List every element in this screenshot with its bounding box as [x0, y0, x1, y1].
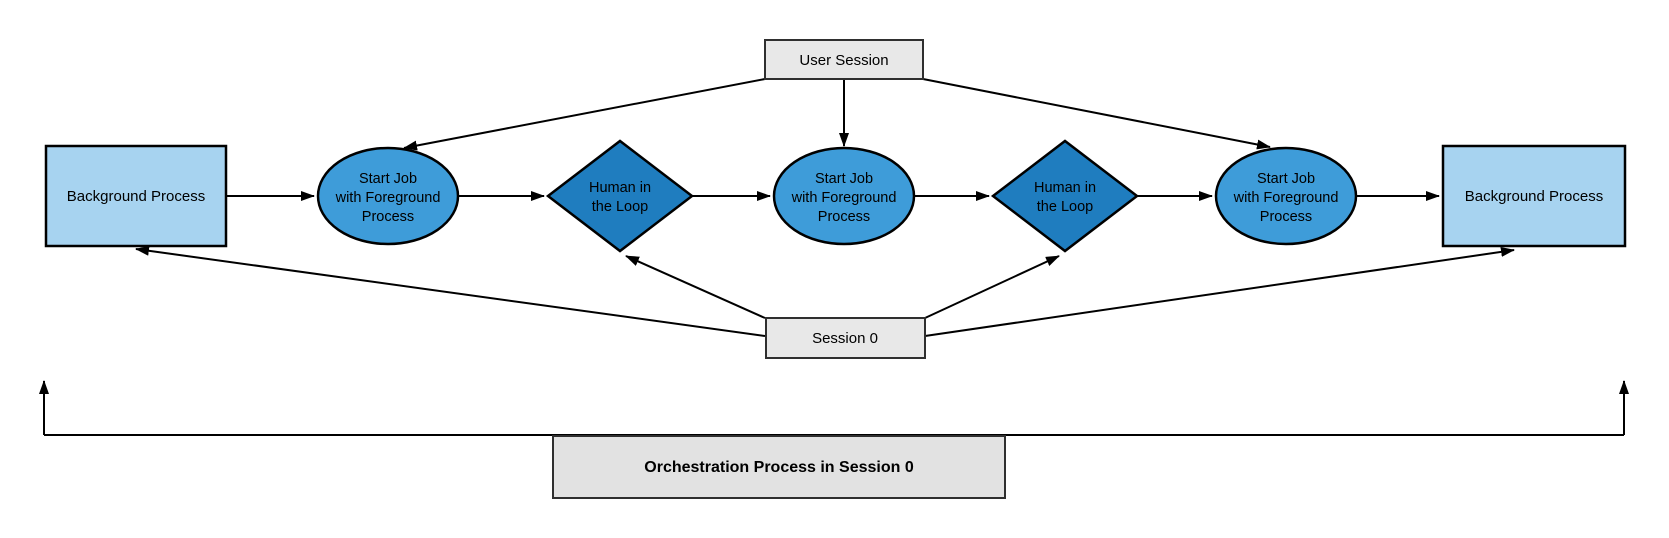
- start-job-right-label-line1: Start Job: [1257, 171, 1315, 187]
- human-in-loop-right-label-line2: the Loop: [1037, 199, 1093, 215]
- session-0-box: [765, 317, 926, 359]
- human-in-loop-right-diamond: [990, 139, 1140, 253]
- start-job-center-label-line1: Start Job: [815, 171, 873, 187]
- background-process-right-box: [1441, 144, 1627, 248]
- human-in-loop-right-label-line1: Human in: [1034, 180, 1096, 196]
- start-job-right-label-line3: Process: [1260, 209, 1312, 225]
- edge-session0-to-bgright: [924, 246, 1515, 337]
- human-in-loop-left-label-line1: Human in: [589, 180, 651, 196]
- node-orchestration: Orchestration Process in Session 0: [552, 435, 1006, 499]
- start-job-left-ellipse: [316, 146, 460, 246]
- background-process-right-label: Background Process: [1465, 188, 1603, 205]
- node-background-process-left: Background Process: [44, 144, 228, 248]
- human-in-loop-left-label-line2: the Loop: [592, 199, 648, 215]
- start-job-center-label-line2: with Foreground: [791, 190, 897, 206]
- node-start-job-right: Start Job with Foreground Process: [1214, 146, 1358, 246]
- edge-usersession-to-startjob-left: [403, 78, 766, 151]
- start-job-left-label-line2: with Foreground: [335, 190, 441, 206]
- background-process-left-box: [44, 144, 228, 248]
- edge-session0-to-bgleft: [135, 245, 766, 337]
- edge-session0-to-diamond-left: [625, 255, 766, 319]
- start-job-left-label-line1: Start Job: [359, 171, 417, 187]
- edges: [39, 78, 1629, 436]
- edge-session0-to-diamond-right: [924, 255, 1060, 319]
- start-job-right-label-line2: with Foreground: [1233, 190, 1339, 206]
- orchestration-label: Orchestration Process in Session 0: [644, 459, 914, 476]
- start-job-center-ellipse: [772, 146, 916, 246]
- node-human-in-loop-left: Human in the Loop: [545, 139, 695, 253]
- node-human-in-loop-right: Human in the Loop: [990, 139, 1140, 253]
- human-in-loop-left-diamond: [545, 139, 695, 253]
- background-process-left-label: Background Process: [67, 188, 205, 205]
- node-background-process-right: Background Process: [1441, 144, 1627, 248]
- user-session-label: User Session: [799, 52, 888, 69]
- edge-usersession-to-startjob-right: [922, 78, 1271, 150]
- node-session-0: Session 0: [765, 317, 926, 359]
- start-job-left-label-line3: Process: [362, 209, 414, 225]
- start-job-right-ellipse: [1214, 146, 1358, 246]
- session-0-label: Session 0: [812, 330, 878, 347]
- node-start-job-left: Start Job with Foreground Process: [316, 146, 460, 246]
- node-user-session: User Session: [764, 39, 924, 80]
- node-start-job-center: Start Job with Foreground Process: [772, 146, 916, 246]
- user-session-box: [764, 39, 924, 80]
- start-job-center-label-line3: Process: [818, 209, 870, 225]
- orchestration-box: [552, 435, 1006, 499]
